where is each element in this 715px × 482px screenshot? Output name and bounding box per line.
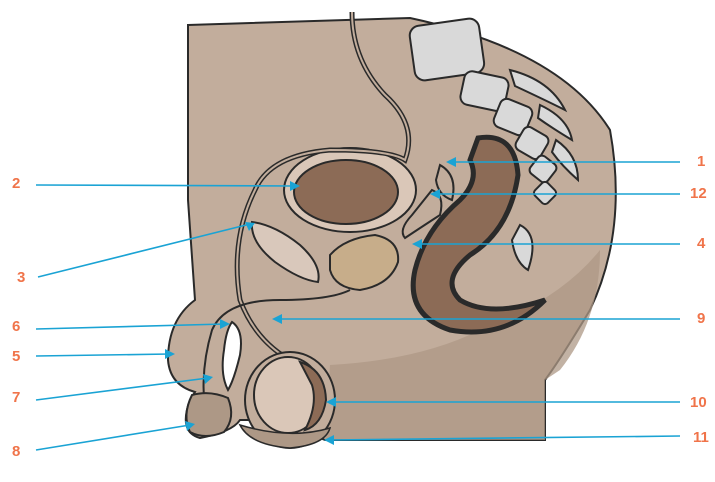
leader-line-5 xyxy=(36,354,170,356)
bladder xyxy=(294,160,398,224)
leader-line-2 xyxy=(36,185,295,186)
label-5: 5 xyxy=(12,349,20,364)
label-9: 9 xyxy=(697,311,705,326)
label-12: 12 xyxy=(690,186,707,201)
leader-line-8 xyxy=(36,425,190,450)
glans xyxy=(186,393,231,436)
label-8: 8 xyxy=(12,444,20,459)
label-2: 2 xyxy=(12,176,20,191)
label-7: 7 xyxy=(12,390,20,405)
leader-line-7 xyxy=(36,378,208,400)
label-1: 1 xyxy=(697,154,705,169)
label-10: 10 xyxy=(690,395,707,410)
label-4: 4 xyxy=(697,236,705,251)
label-11: 11 xyxy=(693,430,709,445)
label-6: 6 xyxy=(12,319,20,334)
label-3: 3 xyxy=(17,270,25,285)
